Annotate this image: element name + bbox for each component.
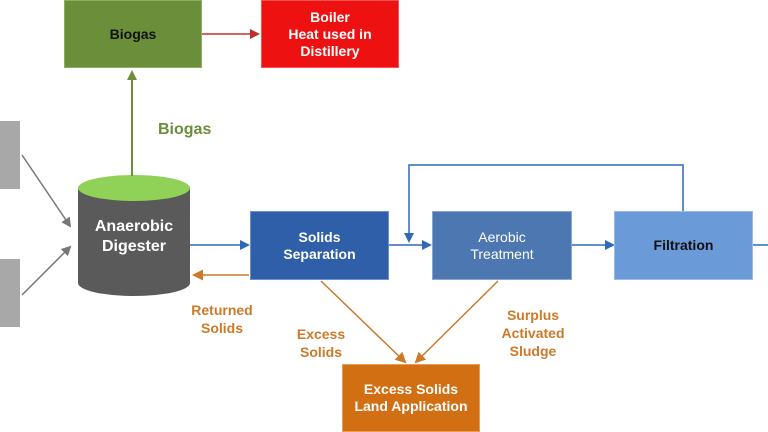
excess-solids-land-application-box: Excess Solids Land Application [342, 364, 480, 432]
aerobic-treatment-box: Aerobic Treatment [432, 211, 572, 280]
arrow-excess-solids [320, 280, 407, 364]
biogas-box-label: Biogas [109, 25, 157, 42]
excess-solids-land-application-label: Excess Solids Land Application [354, 381, 468, 414]
filtration-box: Filtration [614, 211, 753, 280]
filtration-label: Filtration [653, 237, 714, 253]
anaerobic-digester-label: Anaerobic Digester [94, 218, 174, 255]
arrow-input-top-to-digester [21, 154, 72, 228]
anaerobic-digester-label-box: Anaerobic Digester [78, 212, 190, 262]
aerobic-treatment-label: Aerobic Treatment [470, 228, 534, 262]
biogas-box: Biogas [64, 0, 202, 68]
boiler-box-label: Boiler Heat used in Distillery [288, 8, 372, 59]
anaerobic-digester-cylinder [78, 175, 190, 296]
solids-separation-box: Solids Separation [250, 211, 389, 280]
surplus-activated-sludge-label: Surplus Activated Sludge [501, 307, 565, 359]
arrow-surplus-sludge [414, 280, 499, 364]
input-block-bottom [0, 259, 20, 327]
arrow-input-bottom-to-digester [21, 245, 72, 296]
excess-solids-label: Excess Solids [296, 326, 346, 360]
arrow-filtration-recycle [404, 164, 684, 243]
input-block-top [0, 121, 20, 189]
boiler-box: Boiler Heat used in Distillery [261, 0, 399, 68]
solids-separation-label: Solids Separation [283, 228, 356, 262]
returned-solids-label: Returned Solids [191, 302, 253, 336]
biogas-flow-label: Biogas [158, 121, 212, 138]
